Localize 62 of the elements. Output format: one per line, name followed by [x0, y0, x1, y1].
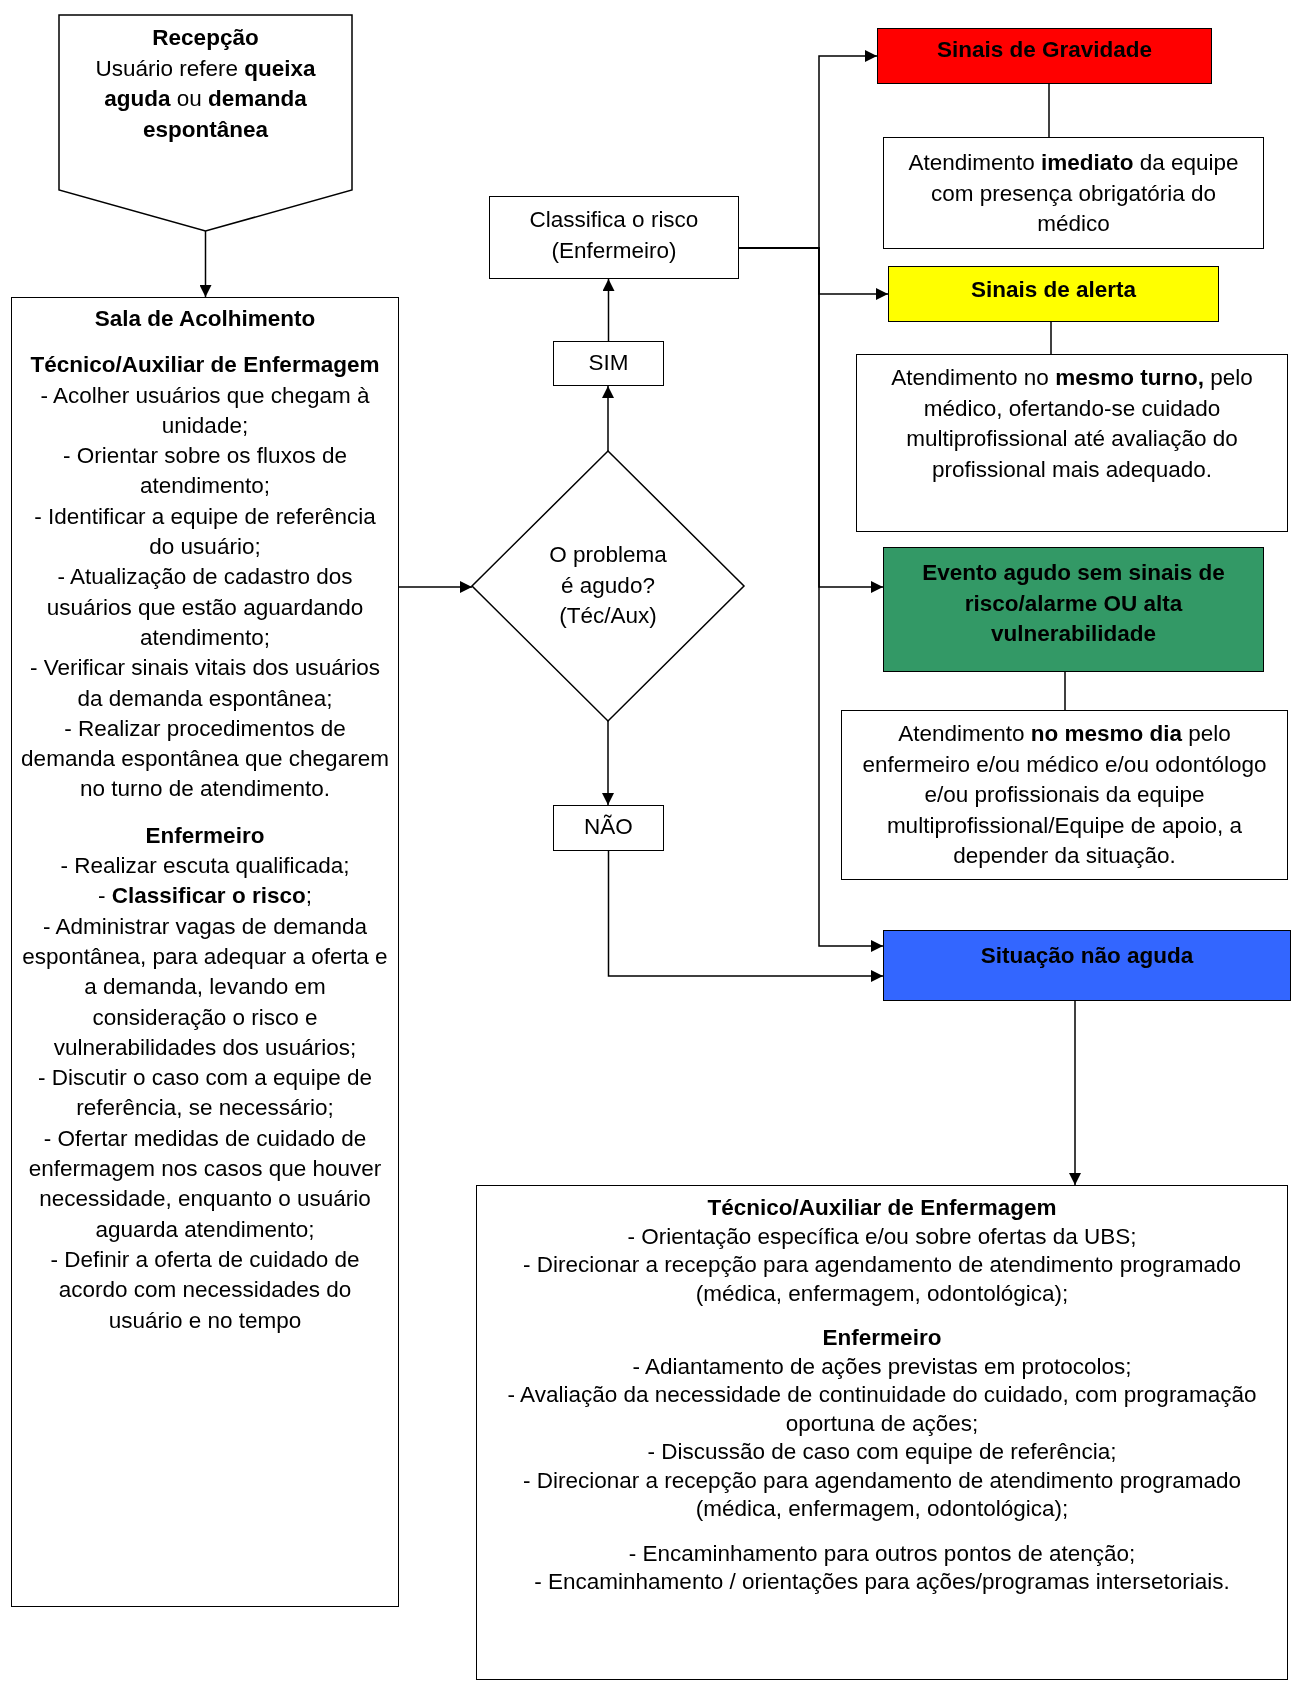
box-text: Usuário refere queixa aguda ou demanda espontânea — [94, 54, 317, 144]
category-box — [883, 930, 1291, 1001]
process-box — [553, 805, 664, 851]
list-item: - Administrar vagas de demanda espontânea, para adequar a oferta e a demanda, levando em consideração o risco e vulnerabilidades dos usuários; — [21, 912, 389, 1062]
box-text: Classifica o risco (Enfermeiro) — [528, 206, 700, 265]
decision-diamond — [472, 451, 744, 721]
process-box — [553, 341, 664, 386]
box-text: Atendimento imediato da equipe com presença obrigatória do médico — [907, 149, 1240, 238]
list-item: - Atualização de cadastro dos usuários que estão aguardando atendimento; — [45, 563, 365, 652]
list-item: - Orientação específica e/ou sobre ofertas da UBS; — [627, 1222, 1137, 1251]
box-text: Sinais de alerta — [970, 276, 1137, 304]
list-item: - Definir a oferta de cuidado de acordo com necessidades do usuário e no tempo — [49, 1245, 361, 1335]
box-heading: Recepção — [152, 24, 259, 52]
arrow — [602, 385, 614, 452]
box-text: SIM — [588, 349, 629, 377]
box-text: NÃO — [584, 813, 633, 841]
list-item: - Identificar a equipe de referência do usuário; — [33, 502, 377, 562]
arrow — [607, 850, 884, 982]
list-item: - Orientar sobre os fluxos de atendimento; — [62, 442, 348, 501]
process-box — [856, 354, 1288, 532]
list-item: - Avaliação da necessidade de continuidade do cuidado, com programação oportuna de ações; — [506, 1381, 1258, 1438]
list-item: - Ofertar medidas de cuidado de enfermagem nos casos que houver necessidade, enquanto o usuário aguarda atendimento; — [27, 1124, 383, 1244]
connector-line — [1050, 321, 1052, 355]
process-box — [476, 1185, 1288, 1680]
list-item: - Acolher usuários que chegam à unidade; — [39, 381, 371, 440]
list-item: - Direcionar a recepção para agendamento de atendimento programado (médica, enfermagem, odontológica); — [522, 1466, 1242, 1523]
category-box — [883, 547, 1264, 672]
box-text: Sinais de Gravidade — [936, 36, 1153, 64]
connector-line — [1064, 671, 1066, 711]
list-item: - Verificar sinais vitais dos usuários da demanda espontânea; — [28, 654, 382, 713]
box-heading: Enfermeiro — [822, 1324, 942, 1352]
box-heading: Enfermeiro — [145, 821, 265, 850]
box-heading: Sala de Acolhimento — [94, 305, 316, 333]
box-text: Atendimento no mesmo turno, pelo médico, ofertando-se cuidado multiprofissional até avaliação do profissional mais adequado. — [890, 364, 1254, 484]
process-box — [841, 710, 1288, 880]
list-item: - Encaminhamento para outros pontos de atenção; — [628, 1539, 1136, 1568]
list-item: - Discussão de caso com equipe de referência; — [647, 1438, 1117, 1466]
category-box — [877, 28, 1212, 84]
arrow — [602, 278, 615, 342]
list-item: - Discutir o caso com a equipe de referência, se necessário; — [37, 1064, 373, 1123]
arrow — [602, 720, 614, 806]
arrow — [1069, 1000, 1081, 1186]
box-text: Evento agudo sem sinais de risco/alarme OU alta vulnerabilidade — [921, 559, 1226, 648]
list-item: - Classificar o risco; — [98, 882, 312, 911]
process-box — [883, 137, 1264, 249]
box-heading: Técnico/Auxiliar de Enfermagem — [707, 1194, 1057, 1222]
process-box — [11, 297, 399, 1607]
list-item: - Realizar escuta qualificada; — [60, 852, 350, 881]
box-heading: Técnico/Auxiliar de Enfermagem — [30, 351, 380, 380]
list-item: - Realizar procedimentos de demanda espontânea que chegarem no turno de atendimento. — [20, 714, 390, 804]
arrow — [398, 581, 473, 593]
reception-box — [59, 15, 352, 231]
list-item: - Adiantamento de ações previstas em protocolos; — [632, 1352, 1132, 1381]
arrow — [199, 230, 212, 298]
box-text: Atendimento no mesmo dia pelo enfermeiro e/ou médico e/ou odontólogo e/ou profissionais da equipe multiprofissional/Equipe de apoio, a depender da situação. — [861, 720, 1268, 870]
box-text: O problema é agudo? (Téc/Aux) — [548, 541, 668, 631]
connector-line — [1048, 83, 1050, 138]
list-item: - Direcionar a recepção para agendamento de atendimento programado (médica, enfermagem, odontológica); — [522, 1251, 1242, 1308]
process-box — [489, 196, 739, 279]
box-text: Situação não aguda — [980, 942, 1194, 970]
category-box — [888, 266, 1219, 322]
list-item: - Encaminhamento / orientações para ações/programas intersetoriais. — [534, 1568, 1230, 1596]
